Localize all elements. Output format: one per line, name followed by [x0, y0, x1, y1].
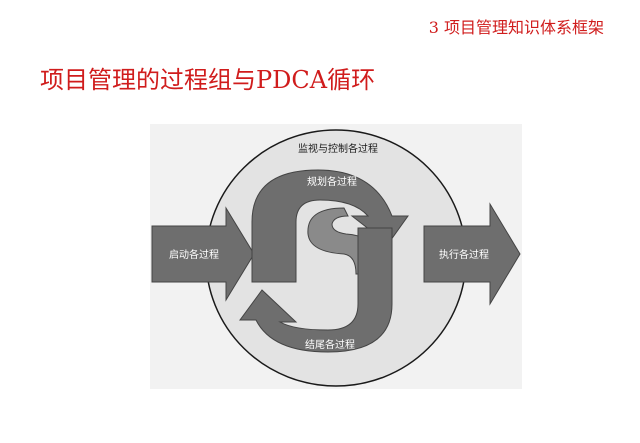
closing-cycle-arrow [239, 227, 393, 353]
planning-cycle-arrow [251, 169, 409, 283]
initiating-label: 启动各过程 [169, 248, 219, 261]
planning-label: 规划各过程 [307, 175, 357, 188]
executing-arrow [423, 202, 521, 306]
closing-label: 结尾各过程 [305, 338, 355, 351]
monitoring-controlling-label: 监视与控制各过程 [298, 142, 378, 155]
executing-label: 执行各过程 [439, 248, 489, 261]
section-header: 3 项目管理知识体系框架 [428, 18, 604, 37]
slide-title: 项目管理的过程组与PDCA循环 [40, 66, 376, 94]
initiating-arrow [151, 206, 255, 302]
